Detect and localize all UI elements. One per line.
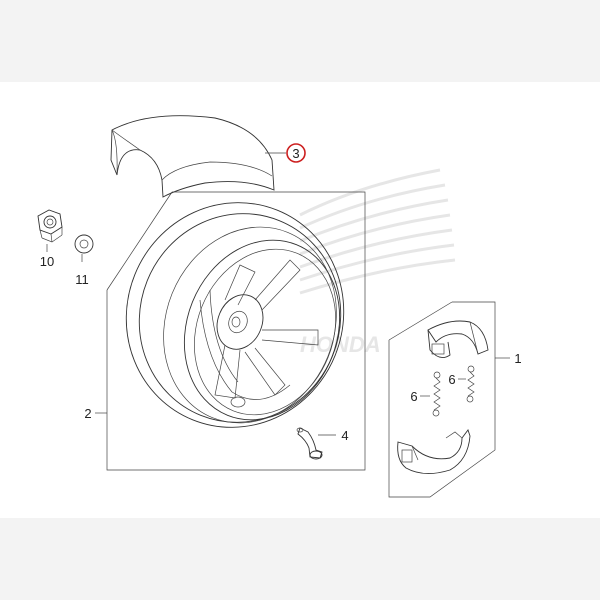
callout-3: 3: [292, 146, 299, 161]
spring-part-6-right: [466, 365, 475, 403]
brake-shoe-frame-box: [388, 301, 496, 498]
callout-4: 4: [341, 428, 348, 443]
wheel-part-2: [125, 202, 345, 428]
callout-3-highlight: [286, 143, 306, 163]
nut-part-10: [37, 209, 63, 243]
wheel-frame-box: [106, 191, 366, 471]
washer-part-11: [74, 234, 94, 254]
callout-11: 11: [75, 272, 89, 287]
diagram-plate: [0, 82, 600, 518]
brake-shoe-lower: [397, 429, 471, 474]
callout-6a: 6: [410, 389, 417, 404]
valve-part-4: [296, 427, 323, 460]
callout-10: 10: [40, 254, 54, 269]
callout-1: 1: [514, 351, 521, 366]
brake-shoe-upper: [427, 320, 489, 359]
callout-2: 2: [84, 406, 91, 421]
honda-wing-watermark: HONDA: [299, 168, 456, 357]
spring-part-6-left: [432, 371, 441, 417]
tire-part-3: [110, 115, 275, 198]
callout-6b: 6: [448, 372, 455, 387]
